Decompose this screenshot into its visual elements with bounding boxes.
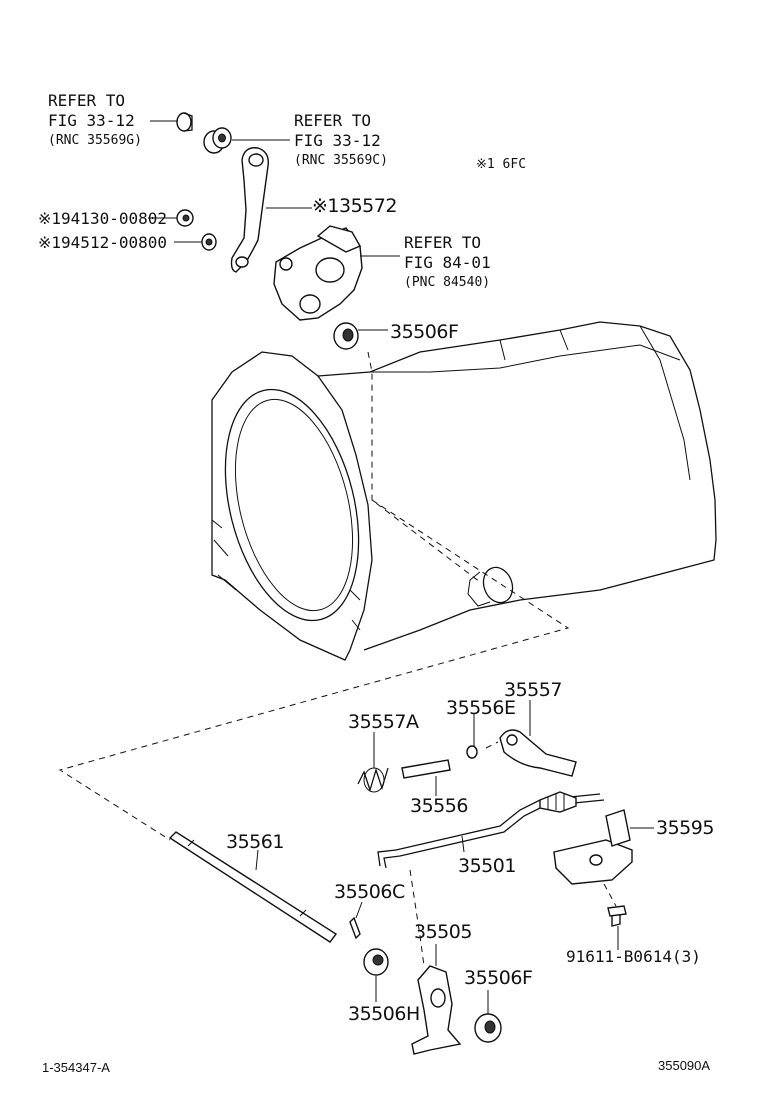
nut-94130 <box>176 209 194 227</box>
part-number-35506f-bottom: 35506F <box>464 967 532 989</box>
detent-spring <box>357 767 389 793</box>
grommet-c <box>203 127 232 154</box>
part-number-35561: 35561 <box>226 831 284 853</box>
part-number-35506h: 35506H <box>348 1003 420 1025</box>
refer2-line1: REFER TO <box>294 111 371 130</box>
manual-shaft <box>168 831 338 943</box>
note-6fc: ※1 6FC <box>476 157 526 172</box>
refer3-line3: (PNC 84540) <box>404 275 490 290</box>
e-ring <box>466 745 478 759</box>
part-number-35506c: 35506C <box>334 881 405 903</box>
cable-bracket <box>553 809 633 885</box>
oil-seal-bottom <box>474 1013 502 1043</box>
refer1-line3: (RNC 35569G) <box>48 133 142 148</box>
refer3-line2: FIG 84-01 <box>404 253 491 272</box>
refer3-line1: REFER TO <box>404 233 481 252</box>
manual-lever <box>230 147 269 273</box>
bolt-91611 <box>607 905 627 927</box>
part-number-35556e: 35556E <box>446 697 515 719</box>
part-number-35595: 35595 <box>656 817 714 839</box>
shaft-bushing <box>363 948 389 976</box>
parking-lock-rod-lever <box>411 965 462 1055</box>
refer1-line2: FIG 33-12 <box>48 111 135 130</box>
part-number-35505: 35505 <box>414 921 472 943</box>
part-number-91611: 91611-B0614(3) <box>566 947 701 966</box>
part-number-94512: ※194512-00800 <box>38 233 167 252</box>
bushing-g <box>176 112 193 132</box>
refer1-line1: REFER TO <box>48 91 125 110</box>
footer-left-code: 1-354347-A <box>42 1060 110 1075</box>
part-number-35572: ※135572 <box>312 195 397 217</box>
oil-seal-top <box>333 322 359 350</box>
washer-94512 <box>201 233 217 251</box>
top-parts <box>148 112 400 350</box>
part-number-35506f-top: 35506F <box>390 321 458 343</box>
refer2-line3: (RNC 35569C) <box>294 153 388 168</box>
lower-parts <box>168 700 654 1055</box>
refer2-line2: FIG 33-12 <box>294 131 381 150</box>
part-number-35557: 35557 <box>504 679 562 701</box>
transmission-control-cable <box>377 791 605 869</box>
labels: REFER TO FIG 33-12 (RNC 35569G) REFER TO… <box>38 91 714 1075</box>
part-number-35556: 35556 <box>410 795 468 817</box>
detent-pin <box>401 759 451 779</box>
part-number-35501: 35501 <box>458 855 516 877</box>
spring-pin <box>349 916 361 940</box>
neutral-start-switch <box>273 225 363 321</box>
footer-right-code: 355090A <box>658 1058 710 1073</box>
part-number-94130: ※194130-00802 <box>38 209 167 228</box>
detent-lever <box>499 729 577 777</box>
transmission-housing <box>58 321 717 841</box>
part-number-35557a: 35557A <box>348 711 419 733</box>
